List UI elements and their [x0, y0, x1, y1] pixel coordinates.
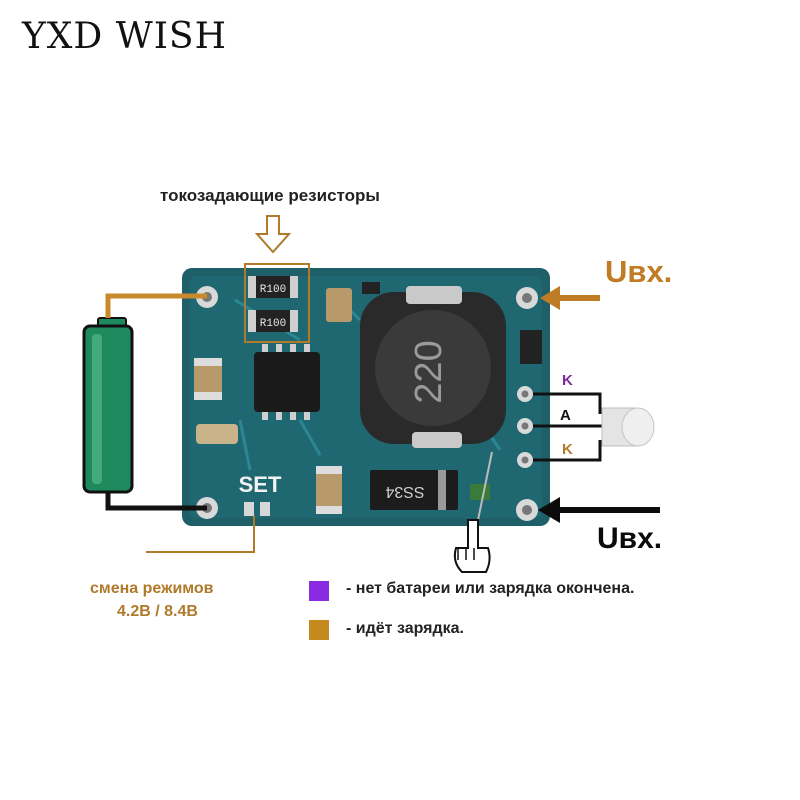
- input-voltage-label-bottom: Uвх.: [597, 522, 663, 555]
- set-jumper: SET: [239, 472, 282, 516]
- set-label: SET: [239, 472, 282, 497]
- led-wiring: K A K: [533, 372, 604, 462]
- led-pin-k-bottom: K: [562, 441, 573, 458]
- led-pin-a: A: [560, 407, 571, 424]
- pointing-hand-icon: [453, 519, 491, 573]
- input-voltage-label-top: Uвх.: [605, 254, 673, 289]
- led-pointer-line: [477, 451, 493, 521]
- diode-marking: SS34: [385, 483, 424, 500]
- legend-swatch-purple: [309, 581, 329, 601]
- inductor: 220: [360, 286, 506, 448]
- status-led-smd: [470, 484, 490, 500]
- battery-minus-wire: [105, 492, 207, 511]
- legend-swatch-orange: [309, 620, 329, 640]
- legend-text-no-battery: - нет батареи или зарядка окончена.: [346, 580, 635, 597]
- mode-switch-voltages: 4.2В / 8.4В: [117, 603, 198, 620]
- solder-pads: [196, 286, 538, 521]
- mode-switch-label: смена режимов: [90, 580, 214, 597]
- current-resistors-label: токозадающие резисторы: [160, 186, 380, 205]
- set-pointer-line: [146, 516, 255, 553]
- legend-text-charging: - идёт зарядка.: [346, 620, 464, 637]
- resistor-2-code: R100: [260, 318, 286, 330]
- current-resistors: R100 R100: [244, 215, 310, 343]
- bicolor-led: [601, 407, 655, 447]
- schottky-diode: SS34: [370, 470, 458, 510]
- battery-plus-wire: [105, 293, 207, 318]
- smd-components: [194, 282, 542, 514]
- charger-ic: [254, 344, 320, 420]
- resistor-1-code: R100: [260, 284, 286, 296]
- led-pin-k-top: K: [562, 372, 573, 389]
- inductor-marking: 220: [408, 340, 450, 403]
- battery: [82, 317, 134, 494]
- brand-title: YXD WISH: [22, 16, 227, 57]
